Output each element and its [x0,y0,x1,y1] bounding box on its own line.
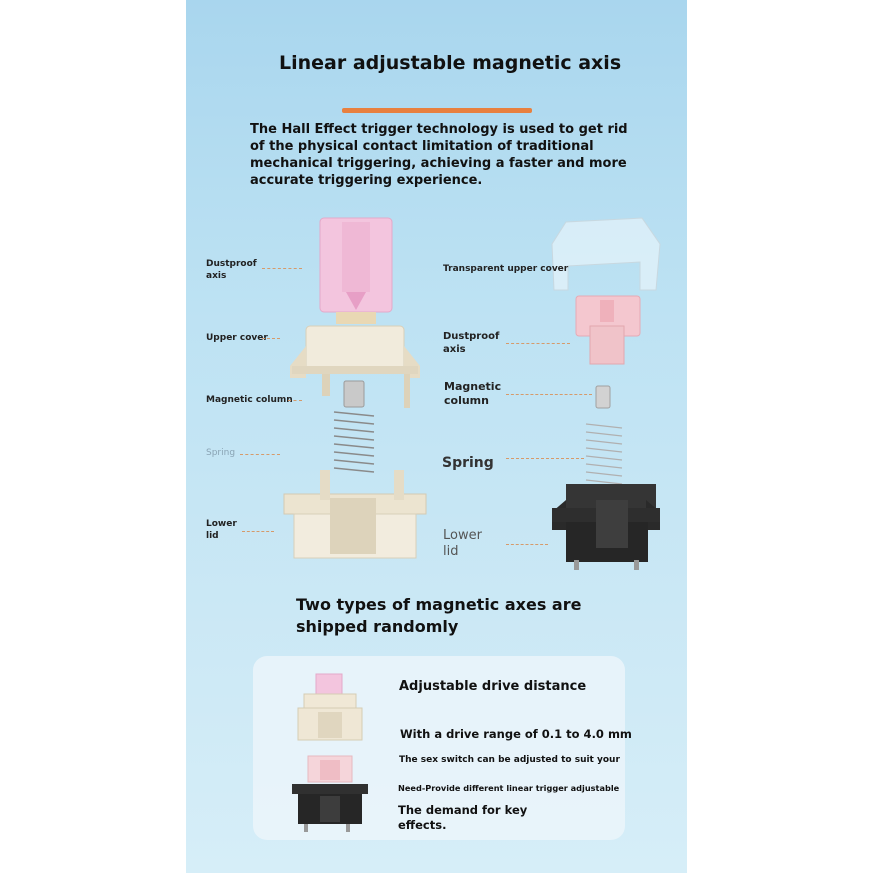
leader-line [262,338,280,339]
section-title: Two types of magnetic axes are shipped r… [296,595,582,636]
label-left-magnetic-column: Magnetic column [206,395,293,405]
cream-upper-cover [290,325,420,408]
label-right-spring: Spring [442,455,494,471]
card-heading: Adjustable drive distance [399,679,587,694]
card-line-2: Need-Provide different linear trigger ad… [398,783,620,793]
label-left-dustproof: Dustproof axis [206,259,257,281]
leader-line [242,531,274,532]
label-right-transparent-cover: Transparent upper cover [443,264,569,274]
black-switch-icon [292,755,368,832]
intro-text: The Hall Effect trigger technology is us… [250,122,628,188]
cream-lower-housing [283,470,427,559]
label-right-lower-lid: Lower lid [443,528,482,559]
label-right-magnetic-column: Magnetic column [444,380,502,407]
card-line-3: The demand for key effects. [398,803,528,832]
black-lower-housing [552,484,660,570]
leader-line [506,394,592,395]
page-title: Linear adjustable magnetic axis [279,52,622,74]
label-right-dustproof: Dustproof axis [443,331,500,355]
transparent-upper-cover [551,217,661,291]
accent-bar [342,108,532,113]
left-magnetic-column [343,380,365,408]
leader-line [506,544,548,545]
leader-line [262,268,302,269]
leader-line [288,400,302,401]
label-left-lower-lid: Lower lid [206,519,237,541]
right-magnetic-column [595,385,611,409]
left-spring [333,411,375,473]
leader-line [506,458,584,459]
card-range-text: With a drive range of 0.1 to 4.0 mm [400,727,632,741]
pink-dustproof-stem [319,217,393,324]
label-left-upper-cover: Upper cover [206,333,268,343]
leader-line [240,454,280,455]
right-pink-stem [575,295,641,365]
right-spring [585,423,623,485]
leader-line [506,343,570,344]
label-left-spring: Spring [206,448,236,458]
cream-switch-icon [297,673,363,741]
card-line-1: The sex switch can be adjusted to suit y… [399,755,620,765]
